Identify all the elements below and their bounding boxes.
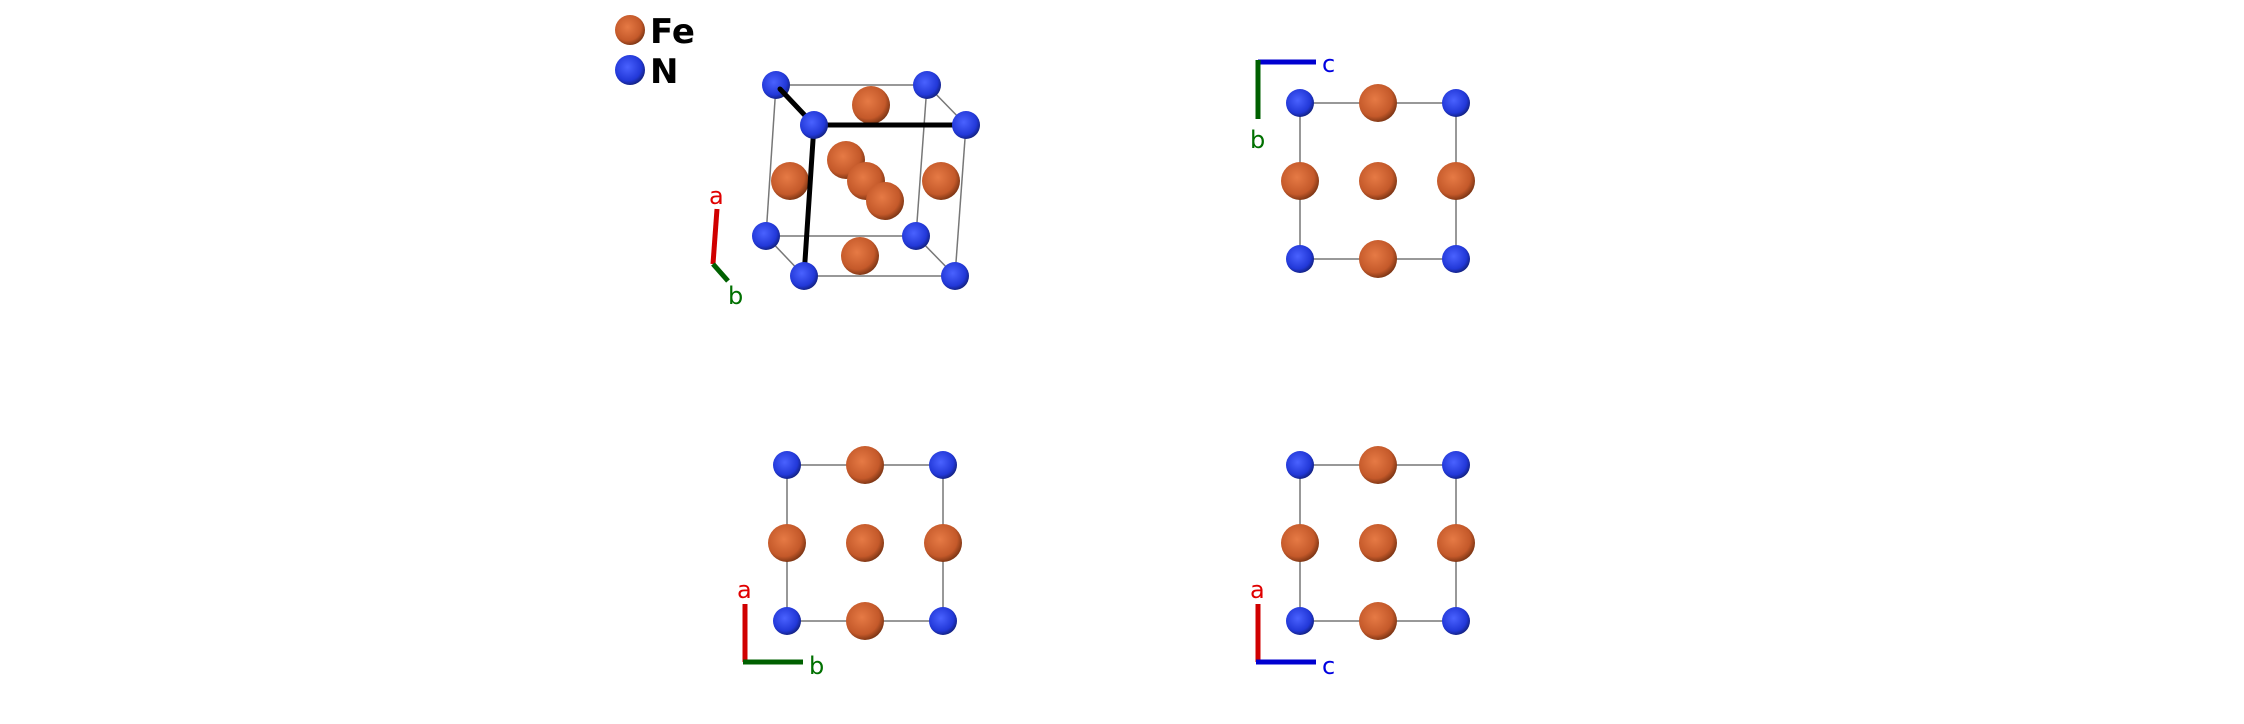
fe-atom <box>1359 84 1397 122</box>
axis-label-c: c <box>1322 50 1335 78</box>
legend-n-swatch <box>615 55 645 85</box>
n-atom <box>773 607 801 635</box>
axis-label-b: b <box>1250 126 1265 154</box>
axis-label-a: a <box>737 576 752 604</box>
n-atom <box>941 262 969 290</box>
fe-atom <box>1359 524 1397 562</box>
n-atom <box>1442 89 1470 117</box>
fe-atom <box>1437 162 1475 200</box>
n-atom <box>752 222 780 250</box>
axis-label-a: a <box>1250 576 1265 604</box>
axis-indicator: cb <box>1250 50 1335 154</box>
legend-n-label: N <box>650 52 678 92</box>
fe-atom <box>768 524 806 562</box>
n-atom <box>902 222 930 250</box>
unit-cell-lines <box>765 84 967 277</box>
view-ac: ac <box>1250 446 1475 680</box>
n-atom <box>1286 607 1314 635</box>
n-atom <box>1442 607 1470 635</box>
axis-indicator: ac <box>1250 576 1335 680</box>
legend-fe-label: Fe <box>650 12 695 52</box>
axis-label-c: c <box>1322 652 1335 680</box>
axis-label-a: a <box>709 182 724 210</box>
n-atom <box>1442 245 1470 273</box>
fe-atom <box>1359 240 1397 278</box>
n-atom <box>929 607 957 635</box>
axis-label-b: b <box>728 282 743 310</box>
n-atom <box>929 451 957 479</box>
view-bc: cb <box>1250 50 1475 278</box>
n-atom <box>1286 245 1314 273</box>
n-atom <box>1442 451 1470 479</box>
fe-atom <box>1281 524 1319 562</box>
n-atom <box>913 71 941 99</box>
legend-fe-swatch <box>615 15 645 45</box>
perspective-view: a b <box>709 71 980 310</box>
fe-atom <box>846 524 884 562</box>
axis-indicator: a b <box>709 182 743 310</box>
fe-atom <box>846 602 884 640</box>
fe-atom <box>1359 446 1397 484</box>
n-atom <box>773 451 801 479</box>
fe-atom <box>852 86 890 124</box>
fe-atom <box>1281 162 1319 200</box>
axis-indicator: ab <box>737 576 824 680</box>
fe-atom <box>924 524 962 562</box>
n-atom <box>952 111 980 139</box>
n-atom <box>1286 451 1314 479</box>
n-atom <box>800 111 828 139</box>
n-atom <box>1286 89 1314 117</box>
axis-label-b: b <box>809 652 824 680</box>
view-ab: ab <box>737 446 962 680</box>
fe-atom <box>1359 602 1397 640</box>
n-atom <box>790 262 818 290</box>
fe-atom <box>866 182 904 220</box>
fe-atom <box>771 162 809 200</box>
fe-atom <box>1437 524 1475 562</box>
fe-atom <box>841 237 879 275</box>
legend: Fe N <box>615 12 695 92</box>
fe-atom <box>922 162 960 200</box>
fe-atom <box>846 446 884 484</box>
fe-atom <box>1359 162 1397 200</box>
